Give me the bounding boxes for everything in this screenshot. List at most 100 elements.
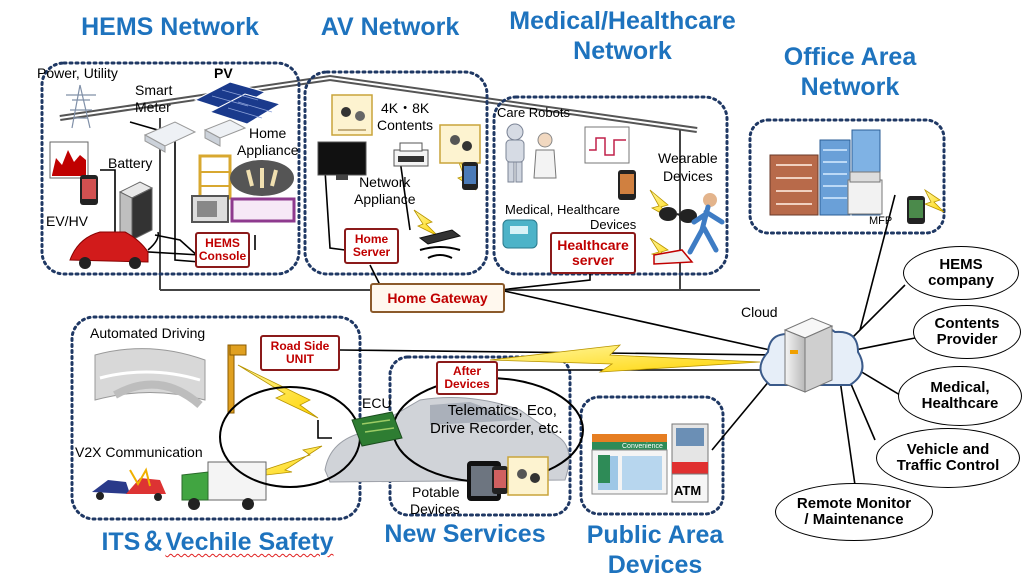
printer-icon [393,142,429,167]
smart-meter-label: Smart Meter [135,82,172,116]
pv-label: PV [214,65,233,81]
potable-devices-label-line2: Devices [410,500,460,517]
road-side-unit-label-line2: UNIT [286,352,314,366]
ecu-label: ECU [362,395,392,411]
contents-thumb-icon [331,94,373,136]
scale-device-icon [502,219,538,249]
after-devices-label-line2: Devices [444,377,490,391]
highway-icon [94,348,206,409]
router-icon [418,229,462,259]
medical-phone-icon [618,170,636,200]
house-outline [59,74,760,291]
provider-remote-monitor: Remote Monitor / Maintenance [775,483,933,541]
network-appliance-label: Network Appliance [354,174,416,208]
care-robots-label: Care Robots [497,105,570,120]
hems-console-label-line1: HEMS [205,235,240,250]
provider-hems-company: HEMS company [903,246,1019,300]
public-area-title-line1: Public Area [586,521,724,549]
atm-label: ATM [674,483,702,498]
potable-devices-label-line1: Potable [412,484,460,500]
medical-network-title-line2: Network [573,37,672,65]
crashed-cars-icon [92,467,166,501]
its-safety-title-prefix: ITS＆ [101,528,166,556]
smart-meter-label-line1: Smart [135,82,173,98]
hems-phone-icon [80,175,98,205]
cloud-server-icon [783,317,834,393]
provider-remote-monitor-line2: / Maintenance [804,511,904,528]
healthcare-server-label-line1: Healthcare [557,236,629,253]
provider-remote-monitor-line1: Remote Monitor [796,494,912,512]
telematics-label-line1: Telematics, Eco, [447,402,557,419]
tv-icon [317,141,367,180]
office-network-title-line1: Office Area [783,43,917,71]
telematics-label: Telematics, Eco, Drive Recorder, etc. [430,402,563,438]
smart-meter-icon [143,119,247,153]
automated-driving-label: Automated Driving [90,325,206,341]
contents-label-line2: Contents [377,116,434,133]
road-side-unit-label-line1: Road Side [270,338,330,353]
network-appliance-label-line2: Appliance [354,190,416,207]
provider-contents-line1: Contents [934,314,1000,332]
convenience-sign-label: Convenience [622,443,663,450]
runner-icon [687,193,725,255]
medical-network-title-line1: Medical/Healthcare [509,7,736,35]
battery-icon [118,181,154,241]
power-tower-icon [66,84,96,129]
hems-console-box: HEMS Console [195,232,250,268]
new-services-title: New Services [384,520,546,548]
solar-panel-icon [193,81,282,125]
glasses-icon [659,207,697,223]
contents-label-line1: 4K・8K [381,100,430,116]
av-group-box [303,70,489,276]
cloud-label: Cloud [741,304,778,320]
mfp-icon [847,171,883,215]
provider-hems-company-line2: company [928,272,994,289]
potable-devices-label: Potable Devices [410,484,460,518]
vitals-chart-icon [584,126,630,164]
home-appliance-label-line2: Appliance [237,141,299,158]
medical-devices-label-line2: Devices [590,216,637,232]
provider-medical-healthcare-line1: Medical, [930,378,990,396]
healthcare-server-box: Healthcare server [550,232,636,274]
hems-network-title: HEMS Network [81,13,259,41]
v2x-label: V2X Communication [75,444,203,460]
public-area-title-line2: Devices [607,551,703,579]
convenience-store-icon [591,434,668,495]
provider-vehicle-traffic-line2: Traffic Control [896,457,1000,474]
network-appliance-label-line1: Network [359,174,411,190]
provider-hems-company-line1: HEMS [939,255,983,273]
provider-contents: Contents Provider [913,305,1021,359]
wearable-devices-label-line1: Wearable [658,150,718,166]
contents-label: 4K・8K Contents [377,100,433,134]
medical-group-box [492,95,729,276]
ev-hv-label: EV/HV [46,213,89,229]
medical-network-title: Medical/Healthcare Network [495,6,750,66]
av-thumb-icon [439,124,481,164]
ecu-board-icon [351,411,403,447]
public-area-title: Public Area Devices [575,520,735,580]
medical-devices-label-line1: Medical, Healthcare [505,202,620,217]
av-phone-icon [462,162,478,190]
provider-medical-healthcare: Medical, Healthcare [898,366,1022,426]
telematics-label-line2: Drive Recorder, etc. [430,420,563,437]
power-utility-label: Power, Utility [37,65,118,81]
its-safety-title: ITS＆Vechile Safety [80,527,355,557]
care-robot-icon [505,123,525,183]
office-network-title: Office Area Network [765,42,935,102]
office-group-box [748,118,946,235]
home-appliance-label-line1: Home [249,125,287,141]
services-thumb-icon [507,456,549,496]
home-server-box: Home Server [344,228,399,264]
battery-label: Battery [108,155,153,171]
home-gateway-box: Home Gateway [370,283,505,313]
atm-icon [671,423,709,503]
truck-icon [181,461,267,510]
electric-car-icon [69,231,160,269]
office-phone-icon [907,196,925,224]
wearable-devices-label: Wearable Devices [658,150,718,185]
energy-graph-icon [49,141,89,179]
after-devices-label-line1: After [452,363,481,378]
home-server-label-line2: Server [352,245,391,259]
